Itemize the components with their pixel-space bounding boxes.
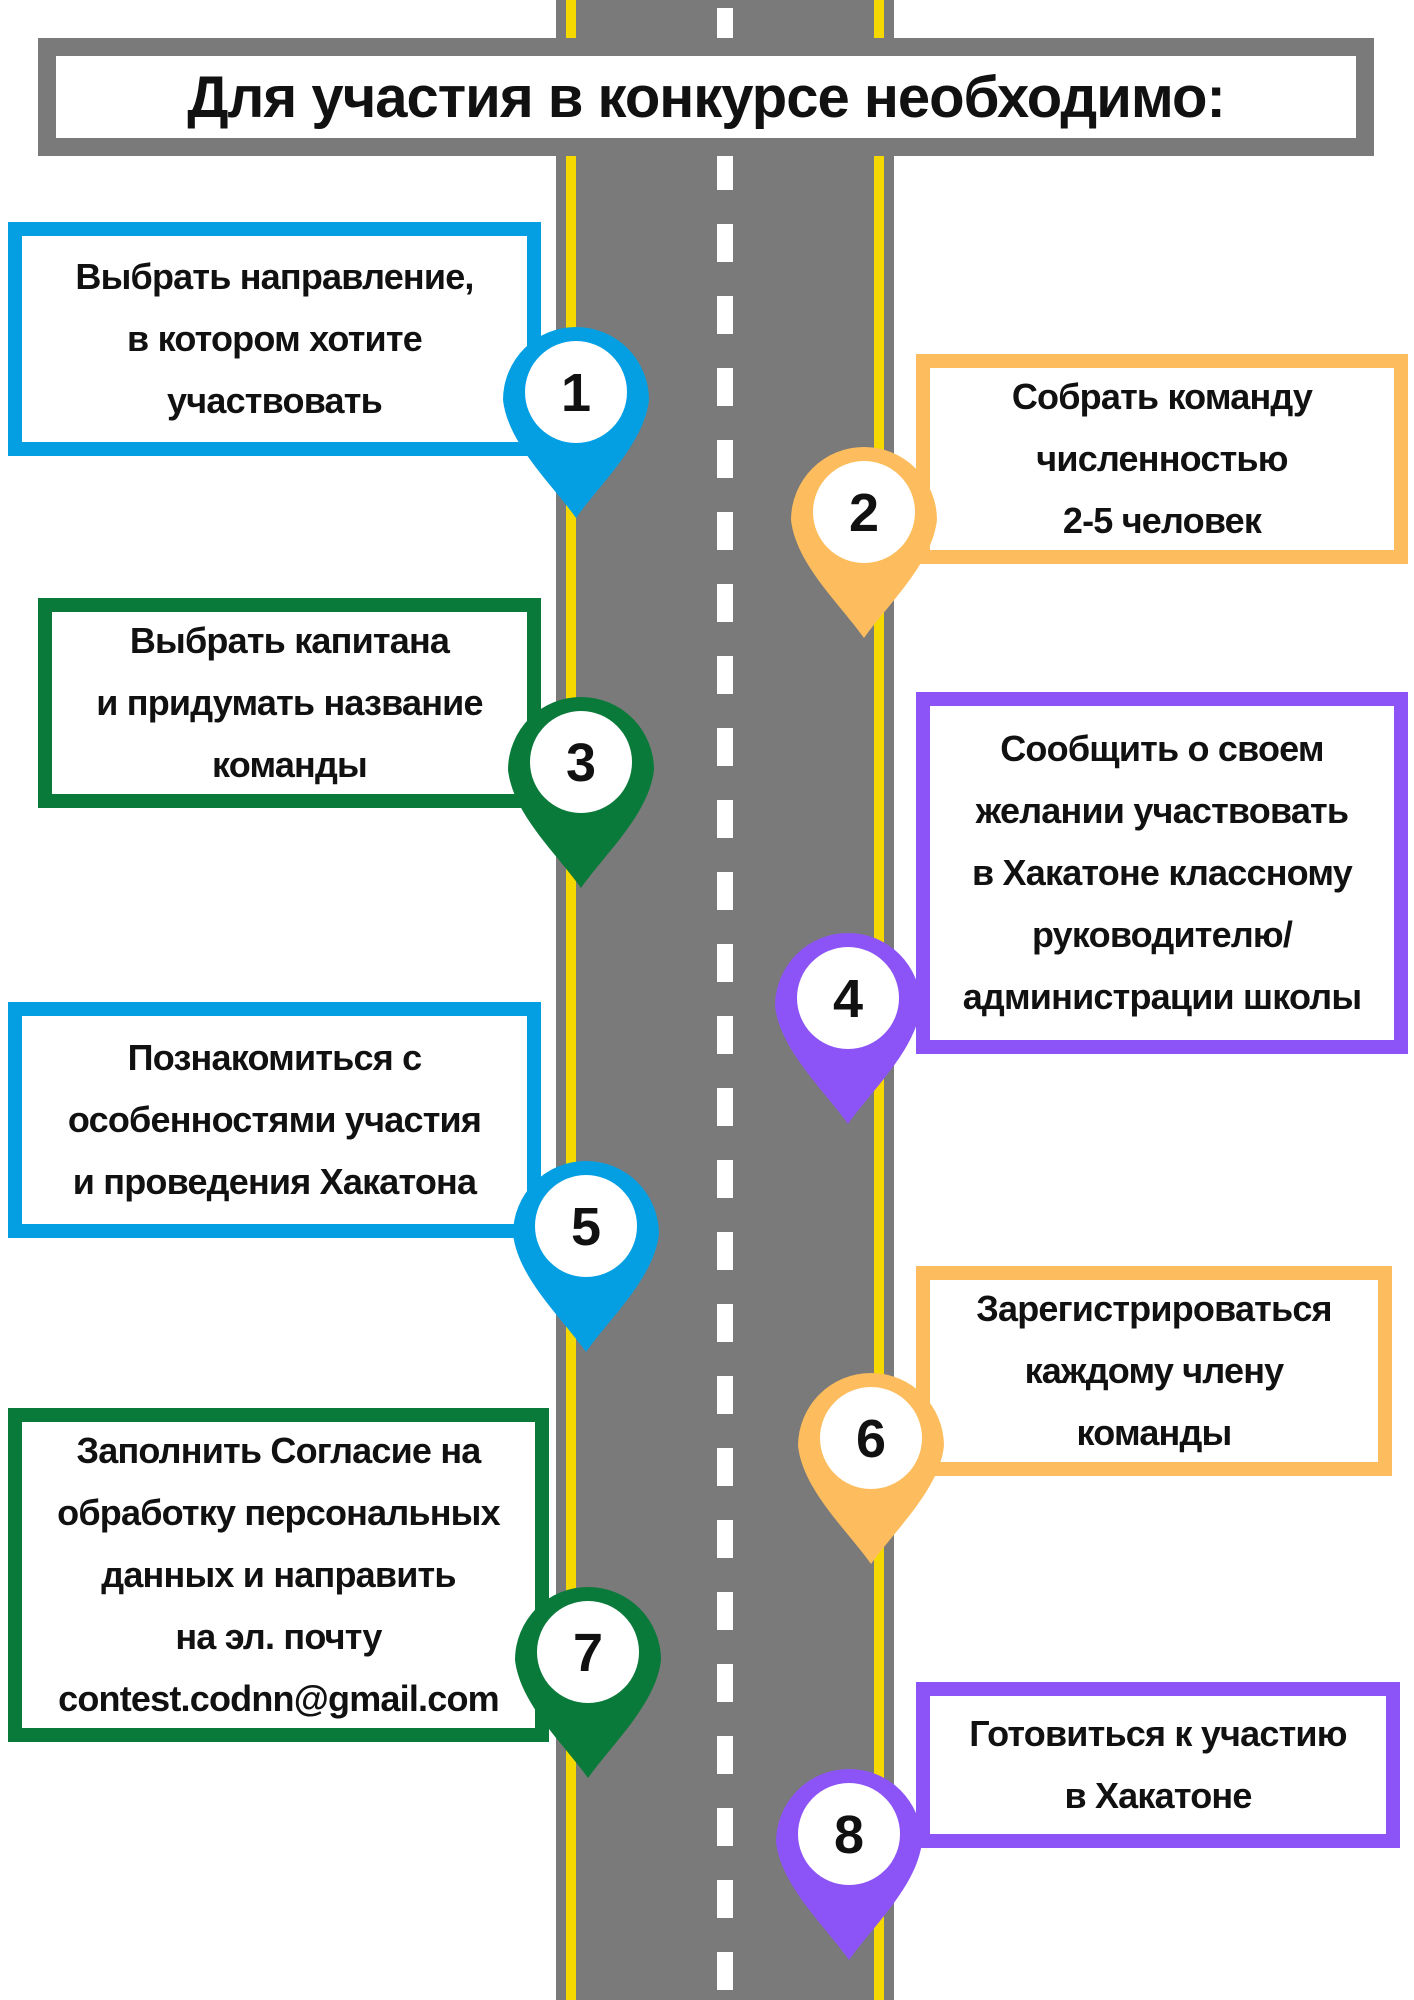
step-4-line-1: Сообщить о своем <box>1000 728 1324 769</box>
step-7-box: Заполнить Согласие на обработку персонал… <box>8 1408 549 1742</box>
step-6-number: 6 <box>856 1409 886 1469</box>
road-edge-line-left <box>566 0 576 2000</box>
step-1-line-2: в котором хотите <box>127 318 423 359</box>
step-2-map-pin-icon: 2 <box>791 447 937 638</box>
step-3-map-pin-icon: 3 <box>508 697 654 888</box>
step-2-line-3: 2-5 человек <box>1062 500 1262 541</box>
step-5-line-2: особенностями участия <box>67 1099 482 1140</box>
step-2-line-1: Собрать команду <box>1011 376 1313 417</box>
step-7-line-2: обработку персональных <box>57 1492 500 1533</box>
step-6-map-pin-icon: 6 <box>798 1373 944 1564</box>
step-1-line-1: Выбрать направление, <box>75 256 474 297</box>
step-5-map-pin-icon: 5 <box>513 1161 659 1352</box>
step-1-number: 1 <box>561 363 591 423</box>
step-5-line-3: и проведения Хакатона <box>72 1161 477 1202</box>
step-2-line-2: численностью <box>1036 438 1288 479</box>
step-4-box: Сообщить о своем желании участвовать в Х… <box>916 692 1408 1054</box>
step-7-map-pin-icon: 7 <box>515 1587 661 1778</box>
step-2-box: Собрать команду численностью 2-5 человек <box>916 354 1408 564</box>
step-3-number: 3 <box>566 733 596 793</box>
step-5-box: Познакомиться с особенностями участия и … <box>8 1002 541 1238</box>
page-title: Для участия в конкурсе необходимо: <box>187 64 1226 130</box>
step-1-box: Выбрать направление, в котором хотите уч… <box>8 222 541 456</box>
step-4-line-5: администрации школы <box>962 976 1362 1017</box>
title-box: Для участия в конкурсе необходимо: <box>38 38 1374 156</box>
step-4-line-3: в Хакатоне классному <box>972 852 1353 893</box>
step-3-line-3: команды <box>212 744 368 785</box>
step-5-number: 5 <box>571 1197 601 1257</box>
step-1-line-3: участвовать <box>167 380 383 421</box>
step-6-line-1: Зарегистрироваться <box>976 1288 1332 1329</box>
step-3-box: Выбрать капитана и придумать название ко… <box>38 598 541 808</box>
step-6-box: Зарегистрироваться каждому члену команды <box>916 1266 1392 1476</box>
step-7-line-5: contest.codnn@gmail.com <box>58 1678 500 1719</box>
step-1-map-pin-icon: 1 <box>503 327 649 518</box>
step-4-map-pin-icon: 4 <box>775 933 921 1124</box>
step-5-line-1: Познакомиться с <box>127 1037 422 1078</box>
step-4-number: 4 <box>833 969 863 1029</box>
step-3-line-2: и придумать название <box>96 682 483 723</box>
step-3-line-1: Выбрать капитана <box>129 620 450 661</box>
step-8-line-2: в Хакатоне <box>1064 1775 1252 1816</box>
step-7-line-4: на эл. почту <box>175 1616 382 1657</box>
step-7-line-3: данных и направить <box>101 1554 456 1595</box>
step-8-line-1: Готовиться к участию <box>969 1713 1347 1754</box>
step-8-box: Готовиться к участию в Хакатоне <box>916 1682 1400 1848</box>
step-6-line-2: каждому члену <box>1024 1350 1285 1391</box>
step-7-number: 7 <box>573 1623 603 1683</box>
step-4-line-2: желании участвовать <box>975 790 1349 831</box>
step-7-line-1: Заполнить Согласие на <box>76 1430 481 1471</box>
step-8-map-pin-icon: 8 <box>776 1769 922 1960</box>
step-6-line-3: команды <box>1076 1412 1233 1453</box>
step-8-number: 8 <box>834 1805 864 1865</box>
step-4-line-4: руководителю/ <box>1031 914 1293 955</box>
step-2-number: 2 <box>849 483 879 543</box>
